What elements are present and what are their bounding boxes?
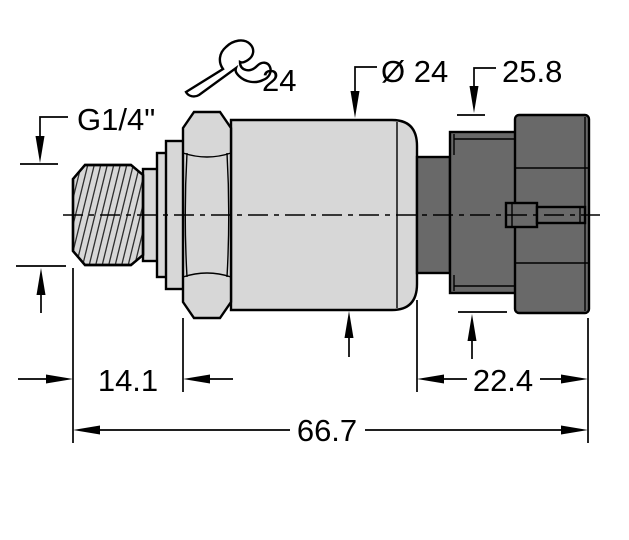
- thread-size-label: G1/4": [77, 102, 155, 137]
- electrical-connector: [415, 113, 591, 315]
- thread-size-annotation: G1/4": [16, 102, 155, 313]
- body-diameter-annotation: Ø 24: [344, 54, 448, 357]
- total-length-dimension: 66.7: [73, 413, 588, 448]
- connector-length-dimension: 22.4: [417, 363, 588, 398]
- connector-width-annotation: 25.8: [457, 54, 562, 359]
- body-diameter-label: Ø 24: [381, 54, 448, 89]
- thread-length-label: 14.1: [98, 363, 158, 398]
- thread-length-dimension: 14.1: [18, 363, 233, 398]
- connector-width-label: 25.8: [502, 54, 562, 89]
- connector-length-label: 22.4: [473, 363, 533, 398]
- extension-lines: [72, 268, 589, 443]
- total-length-label: 66.7: [297, 413, 357, 448]
- hex-nut: [181, 110, 233, 320]
- wrench-icon: [184, 39, 272, 98]
- wrench-annotation: 24: [184, 39, 296, 98]
- wrench-size-label: 24: [262, 63, 296, 98]
